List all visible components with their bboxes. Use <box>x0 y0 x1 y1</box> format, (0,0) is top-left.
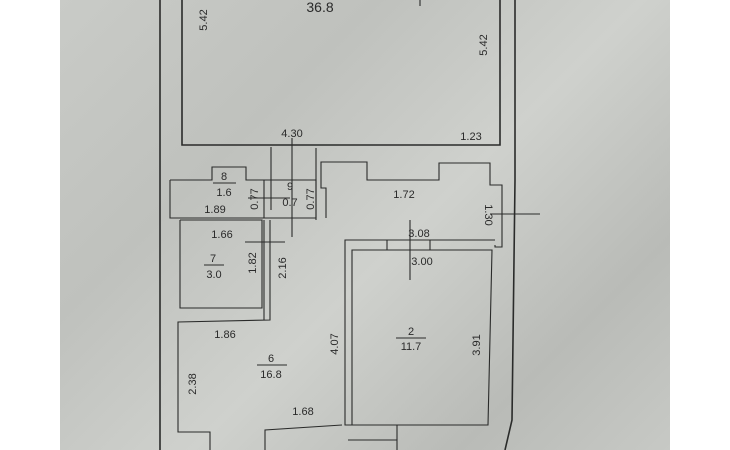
dimension-label: 2.38 <box>187 373 199 394</box>
room-living-area: 36.8 <box>306 0 333 15</box>
dimension-label: 2.16 <box>277 257 289 278</box>
room-7-walls <box>179 219 263 309</box>
wall <box>348 439 398 450</box>
room-8-walls <box>169 166 317 219</box>
dimension-label: 3.08 <box>408 228 429 240</box>
paper-background <box>60 0 670 450</box>
dimension-label: 1.86 <box>214 329 235 341</box>
room-2-area: 11.7 <box>401 341 422 353</box>
wall <box>264 424 343 450</box>
room-6-number: 6 <box>268 353 274 365</box>
dimension-label: 3.00 <box>411 256 432 268</box>
dimension-label: 5.42 <box>478 34 490 55</box>
room-6-walls <box>177 220 271 450</box>
room-9-number: 9 <box>287 181 293 193</box>
room-6-area: 16.8 <box>260 369 281 381</box>
dimension-label: 0.77 <box>249 188 261 209</box>
dimension-label: 5.42 <box>198 9 210 30</box>
room-2-number: 2 <box>408 326 414 338</box>
room-8-number: 8 <box>221 171 227 183</box>
outer-wall-right-lower <box>504 179 516 450</box>
dimension-label: 0.77 <box>305 188 317 209</box>
room-9-area: 0.7 <box>282 197 297 209</box>
dimension-label: 4.30 <box>281 128 302 140</box>
hall-walls <box>320 161 503 248</box>
dimension-label: 1.72 <box>393 189 414 201</box>
dimension-label: 1.68 <box>292 406 313 418</box>
dimension-label: 1.66 <box>211 229 232 241</box>
dimension-label: 1.82 <box>247 252 259 273</box>
dimension-label: 3.91 <box>471 334 483 355</box>
room-7-number: 7 <box>210 253 216 265</box>
dimension-label: 1.30 <box>482 204 494 225</box>
room-living-walls <box>181 0 501 146</box>
dimension-label: 4.07 <box>329 333 341 354</box>
room-2-walls <box>344 245 493 426</box>
wall <box>344 239 495 245</box>
room-7-area: 3.0 <box>206 269 221 281</box>
room-8-area: 1.6 <box>216 187 231 199</box>
dimension-label: 1.89 <box>204 204 225 216</box>
dimension-label: 1.23 <box>460 131 481 143</box>
